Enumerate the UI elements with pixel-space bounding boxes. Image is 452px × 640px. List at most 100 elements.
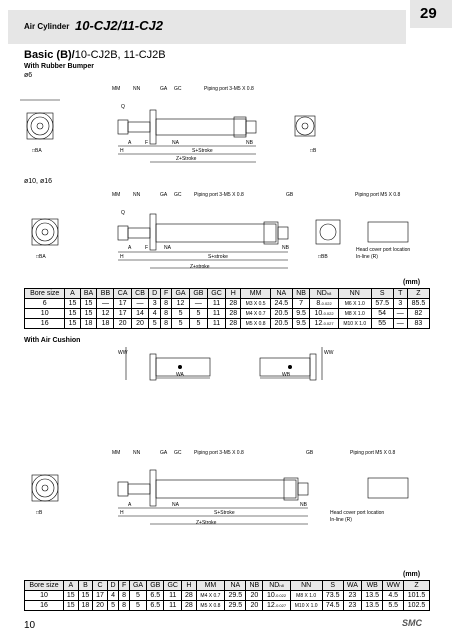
cell-value: —: [396, 319, 404, 327]
cell-value: 16: [40, 319, 49, 327]
table-cell: 23: [342, 600, 363, 611]
table-cell: 18: [79, 318, 98, 329]
cell-value: 11: [169, 601, 177, 609]
header-cell: CB: [130, 288, 150, 299]
header-cell: A: [63, 580, 79, 591]
table-cell: 15: [64, 298, 81, 309]
lbl2-f: F: [145, 245, 148, 251]
drawing-air-cushion-detail: WA WB WW WW: [118, 347, 334, 381]
header-cell: C: [92, 580, 108, 591]
lbl3-wa: WA: [176, 372, 185, 378]
series-label: Air Cylinder: [24, 22, 70, 31]
header-cell-nd: NDh8: [309, 288, 339, 299]
header-cell: Bore size: [23, 288, 66, 299]
cell-value: 6.5: [150, 591, 161, 599]
lbl-f: F: [145, 140, 148, 146]
header-cell: F: [118, 580, 130, 591]
table-cell: 20.5: [269, 308, 293, 319]
lbl4-ga: GA: [160, 450, 168, 456]
cell-tolerance: -0.022: [320, 300, 332, 306]
cell-value: 73.5: [325, 591, 340, 599]
lbl-s-stroke: S+Stroke: [192, 148, 213, 154]
cell-value: M5 X 0.8: [245, 320, 266, 327]
cell-value: 20: [96, 601, 104, 609]
cell-value: 4.5: [388, 591, 399, 599]
lbl4-gb: GB: [306, 450, 314, 456]
table-cell: 8: [160, 318, 173, 329]
header-cell: Bore size: [23, 580, 65, 591]
table-cell: 17: [92, 590, 108, 601]
lbl2-ba: □BA: [36, 254, 46, 260]
lbl2-s-stroke: S+stroke: [208, 254, 228, 260]
lbl2-gb: GB: [286, 192, 294, 198]
header-cell: MM: [195, 580, 226, 591]
cell-value: 20.5: [274, 309, 289, 317]
table-cell: M8 X 1.0: [289, 590, 323, 601]
table2-unit: (mm): [403, 571, 421, 578]
table-cell: 5: [171, 318, 190, 329]
lbl4-gc: GC: [174, 450, 182, 456]
table-cell: 6.5: [146, 600, 165, 611]
table-cell: 10-0.022: [262, 590, 291, 601]
cell-value: —: [101, 299, 109, 307]
cell-value: 8: [316, 299, 321, 307]
lbl-gc: GC: [174, 86, 182, 92]
cell-value: 5: [196, 309, 201, 317]
lbl-mm: MM: [112, 86, 120, 92]
cell-value: 15: [68, 299, 77, 307]
lbl4-s-stroke: S+Stroke: [214, 510, 235, 516]
lbl-ba: □BA: [32, 148, 42, 154]
table-cell: 6: [23, 298, 66, 309]
table-cell: 20: [245, 590, 264, 601]
table-cell: 5: [106, 600, 120, 611]
table-cell: 7: [291, 298, 311, 309]
section-air-cushion-title: With Air Cushion: [24, 337, 81, 344]
footer-page-number: 10: [24, 620, 36, 631]
cell-value: M8 X 1.0: [296, 592, 317, 599]
cell-value: 20: [250, 591, 259, 599]
table-cell: 57.5: [370, 298, 394, 309]
table-cell: 4: [106, 590, 120, 601]
table-cell: 13.5: [361, 600, 384, 611]
cell-value: 8: [122, 601, 127, 609]
cell-value: 4: [152, 309, 157, 317]
cell-value: 17: [118, 309, 127, 317]
table-cell: 10-0.022: [309, 308, 339, 319]
header-cell: H: [225, 288, 242, 299]
cell-value: 28: [184, 601, 193, 609]
cell-tolerance: -0.027: [274, 602, 287, 608]
table-cell: 11: [163, 600, 183, 611]
header-cell: B: [77, 580, 94, 591]
table-cell: 9.5: [291, 318, 311, 329]
cell-value: 57.5: [375, 299, 389, 307]
cell-value: 17: [118, 299, 127, 307]
cell-value: —: [194, 299, 202, 307]
header-cell: T: [392, 288, 408, 299]
header-cell: WB: [361, 580, 384, 591]
lbl4-b: □B: [36, 510, 43, 516]
cell-value: M10 X 1.0: [294, 602, 318, 609]
table-cell: 3: [392, 298, 408, 309]
section-size-10-16: ø10, ø16: [24, 178, 53, 185]
table-cell: M6 X 1.0: [337, 298, 372, 309]
lbl4-z-stroke: Z+Stroke: [196, 520, 217, 526]
table-cell: 15: [64, 318, 81, 329]
header-cell: BB: [96, 288, 115, 299]
table-cell: 14: [130, 308, 150, 319]
lbl-ga: GA: [160, 86, 168, 92]
cell-value: 74.5: [325, 601, 340, 609]
table-cell: 12-0.027: [309, 318, 339, 329]
section-rubber-bumper-size: ø6: [24, 72, 33, 79]
table-cell: 5: [128, 590, 148, 601]
cell-value: 83: [414, 319, 423, 327]
cell-value: M6 X 1.0: [344, 300, 365, 307]
table-cell: 54: [370, 308, 394, 319]
lbl2-head-cover-2: In-line (R): [356, 254, 378, 260]
table-cell: 28: [181, 590, 197, 601]
table-cell: M4 X 0.7: [195, 590, 226, 601]
cell-value: 24.5: [274, 299, 289, 307]
cell-value: 8: [164, 319, 169, 327]
table-cell: 8: [160, 308, 173, 319]
